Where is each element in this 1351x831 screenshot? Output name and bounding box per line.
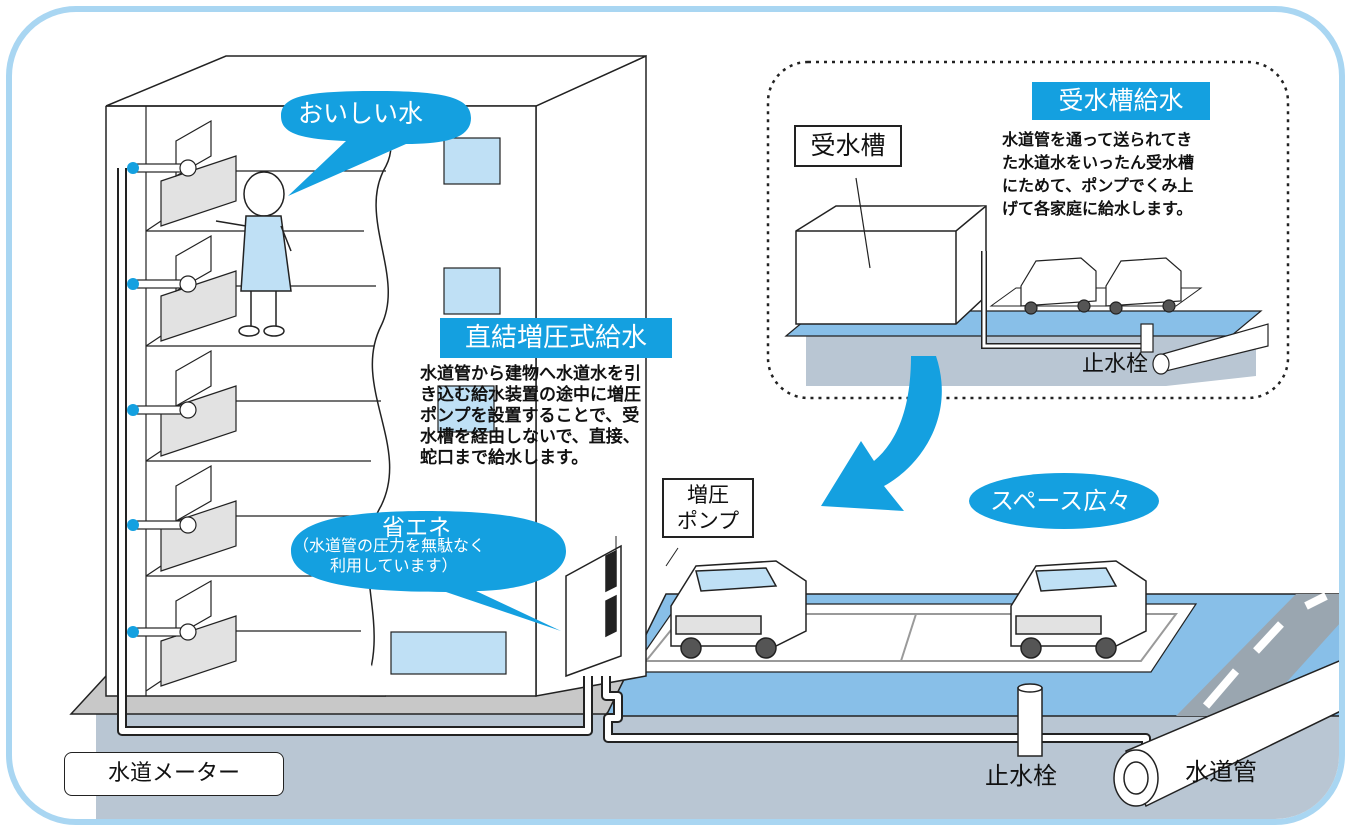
bubble-energy [291, 511, 566, 631]
pump-label-line-1: 増圧 [687, 483, 729, 507]
woman-figure [215, 171, 292, 337]
direct-line-1: 水道管から建物へ水道水を引 [420, 364, 641, 384]
direct-line-4: 水槽を経由しないで、直接、 [420, 427, 640, 447]
stop-valve-main [1017, 683, 1043, 757]
pump-label: 増圧 ポンプ [662, 478, 754, 538]
stop-valve-inset-label: 止水栓 [1082, 352, 1149, 377]
direct-line-3: ポンプを設置することで、受 [420, 406, 640, 426]
cars [670, 560, 1147, 659]
tank-line-2: た水道水をいったん受水槽 [1002, 153, 1195, 172]
booster-pump [565, 544, 622, 678]
water-pipe-label: 水道管 [1185, 758, 1257, 786]
water-tank [795, 205, 987, 325]
bubble-space-label: スペース広々 [990, 487, 1132, 515]
direct-line-5: 蛇口まで給水します。 [420, 448, 589, 468]
tank-line-4: げて各家庭に給水します。 [1002, 199, 1193, 218]
direct-description: 水道管から建物へ水道水を引 き込む給水装置の途中に増圧 ポンプを設置することで、… [420, 364, 641, 469]
bubble-energy-sub2: 利用しています） [330, 556, 458, 575]
illustration [69, 54, 1339, 819]
sinks [160, 119, 237, 687]
meter-dots [127, 159, 197, 641]
tank-line-1: 水道管を通って送られてき [1002, 130, 1193, 149]
water-meter-label: 水道メーター [64, 752, 284, 796]
bubble-tasty-label: おいしい水 [298, 99, 424, 128]
bubble-tasty [281, 91, 471, 196]
inset-cars [1020, 257, 1182, 315]
bubble-energy-title: 省エネ [382, 515, 451, 541]
bubble-energy-sub1: （水道管の圧力を無駄なく [293, 536, 486, 555]
water-main [1113, 660, 1339, 808]
bubble-space [969, 473, 1159, 529]
inset-stop-valve [1140, 323, 1269, 375]
tank-line-3: にためて、ポンプでくみ上 [1002, 176, 1194, 195]
stop-valve-label: 止水栓 [985, 762, 1057, 790]
tank-box-label: 受水槽 [794, 125, 902, 167]
diagram-frame [6, 6, 1345, 825]
direct-line-2: き込む給水装置の途中に増圧 [420, 385, 641, 405]
windows [390, 137, 507, 675]
pump-label-line-2: ポンプ [676, 509, 740, 533]
road [1176, 594, 1339, 716]
tank-title: 受水槽給水 [1032, 82, 1210, 120]
supply-pipe [117, 168, 1151, 766]
tank-description: 水道管を通って送られてき た水道水をいったん受水槽 にためて、ポンプでくみ上 げ… [1002, 128, 1194, 220]
transition-arrow [821, 356, 942, 511]
direct-title: 直結増圧式給水 [440, 318, 672, 358]
